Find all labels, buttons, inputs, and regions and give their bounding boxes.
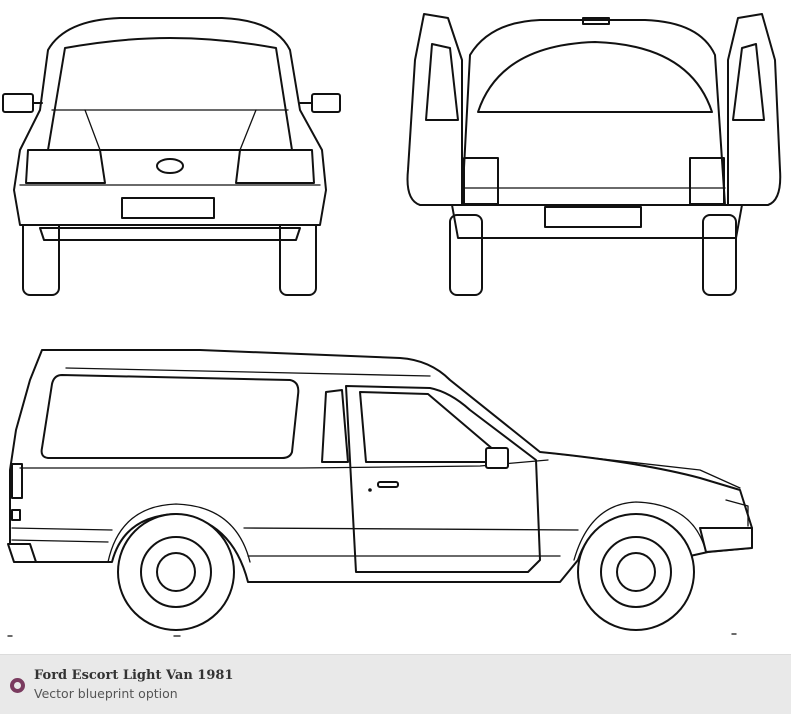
front-view <box>2 17 341 296</box>
side-view <box>7 349 753 637</box>
caption-bar: Ford Escort Light Van 1981 Vector bluepr… <box>0 654 791 714</box>
blueprint-drawing <box>2 13 782 637</box>
caption-title[interactable]: Ford Escort Light Van 1981 <box>34 668 234 683</box>
rear-view-doors-open <box>406 13 782 296</box>
circle-bullet-icon <box>10 678 25 693</box>
caption-subtitle: Vector blueprint option <box>34 686 178 701</box>
